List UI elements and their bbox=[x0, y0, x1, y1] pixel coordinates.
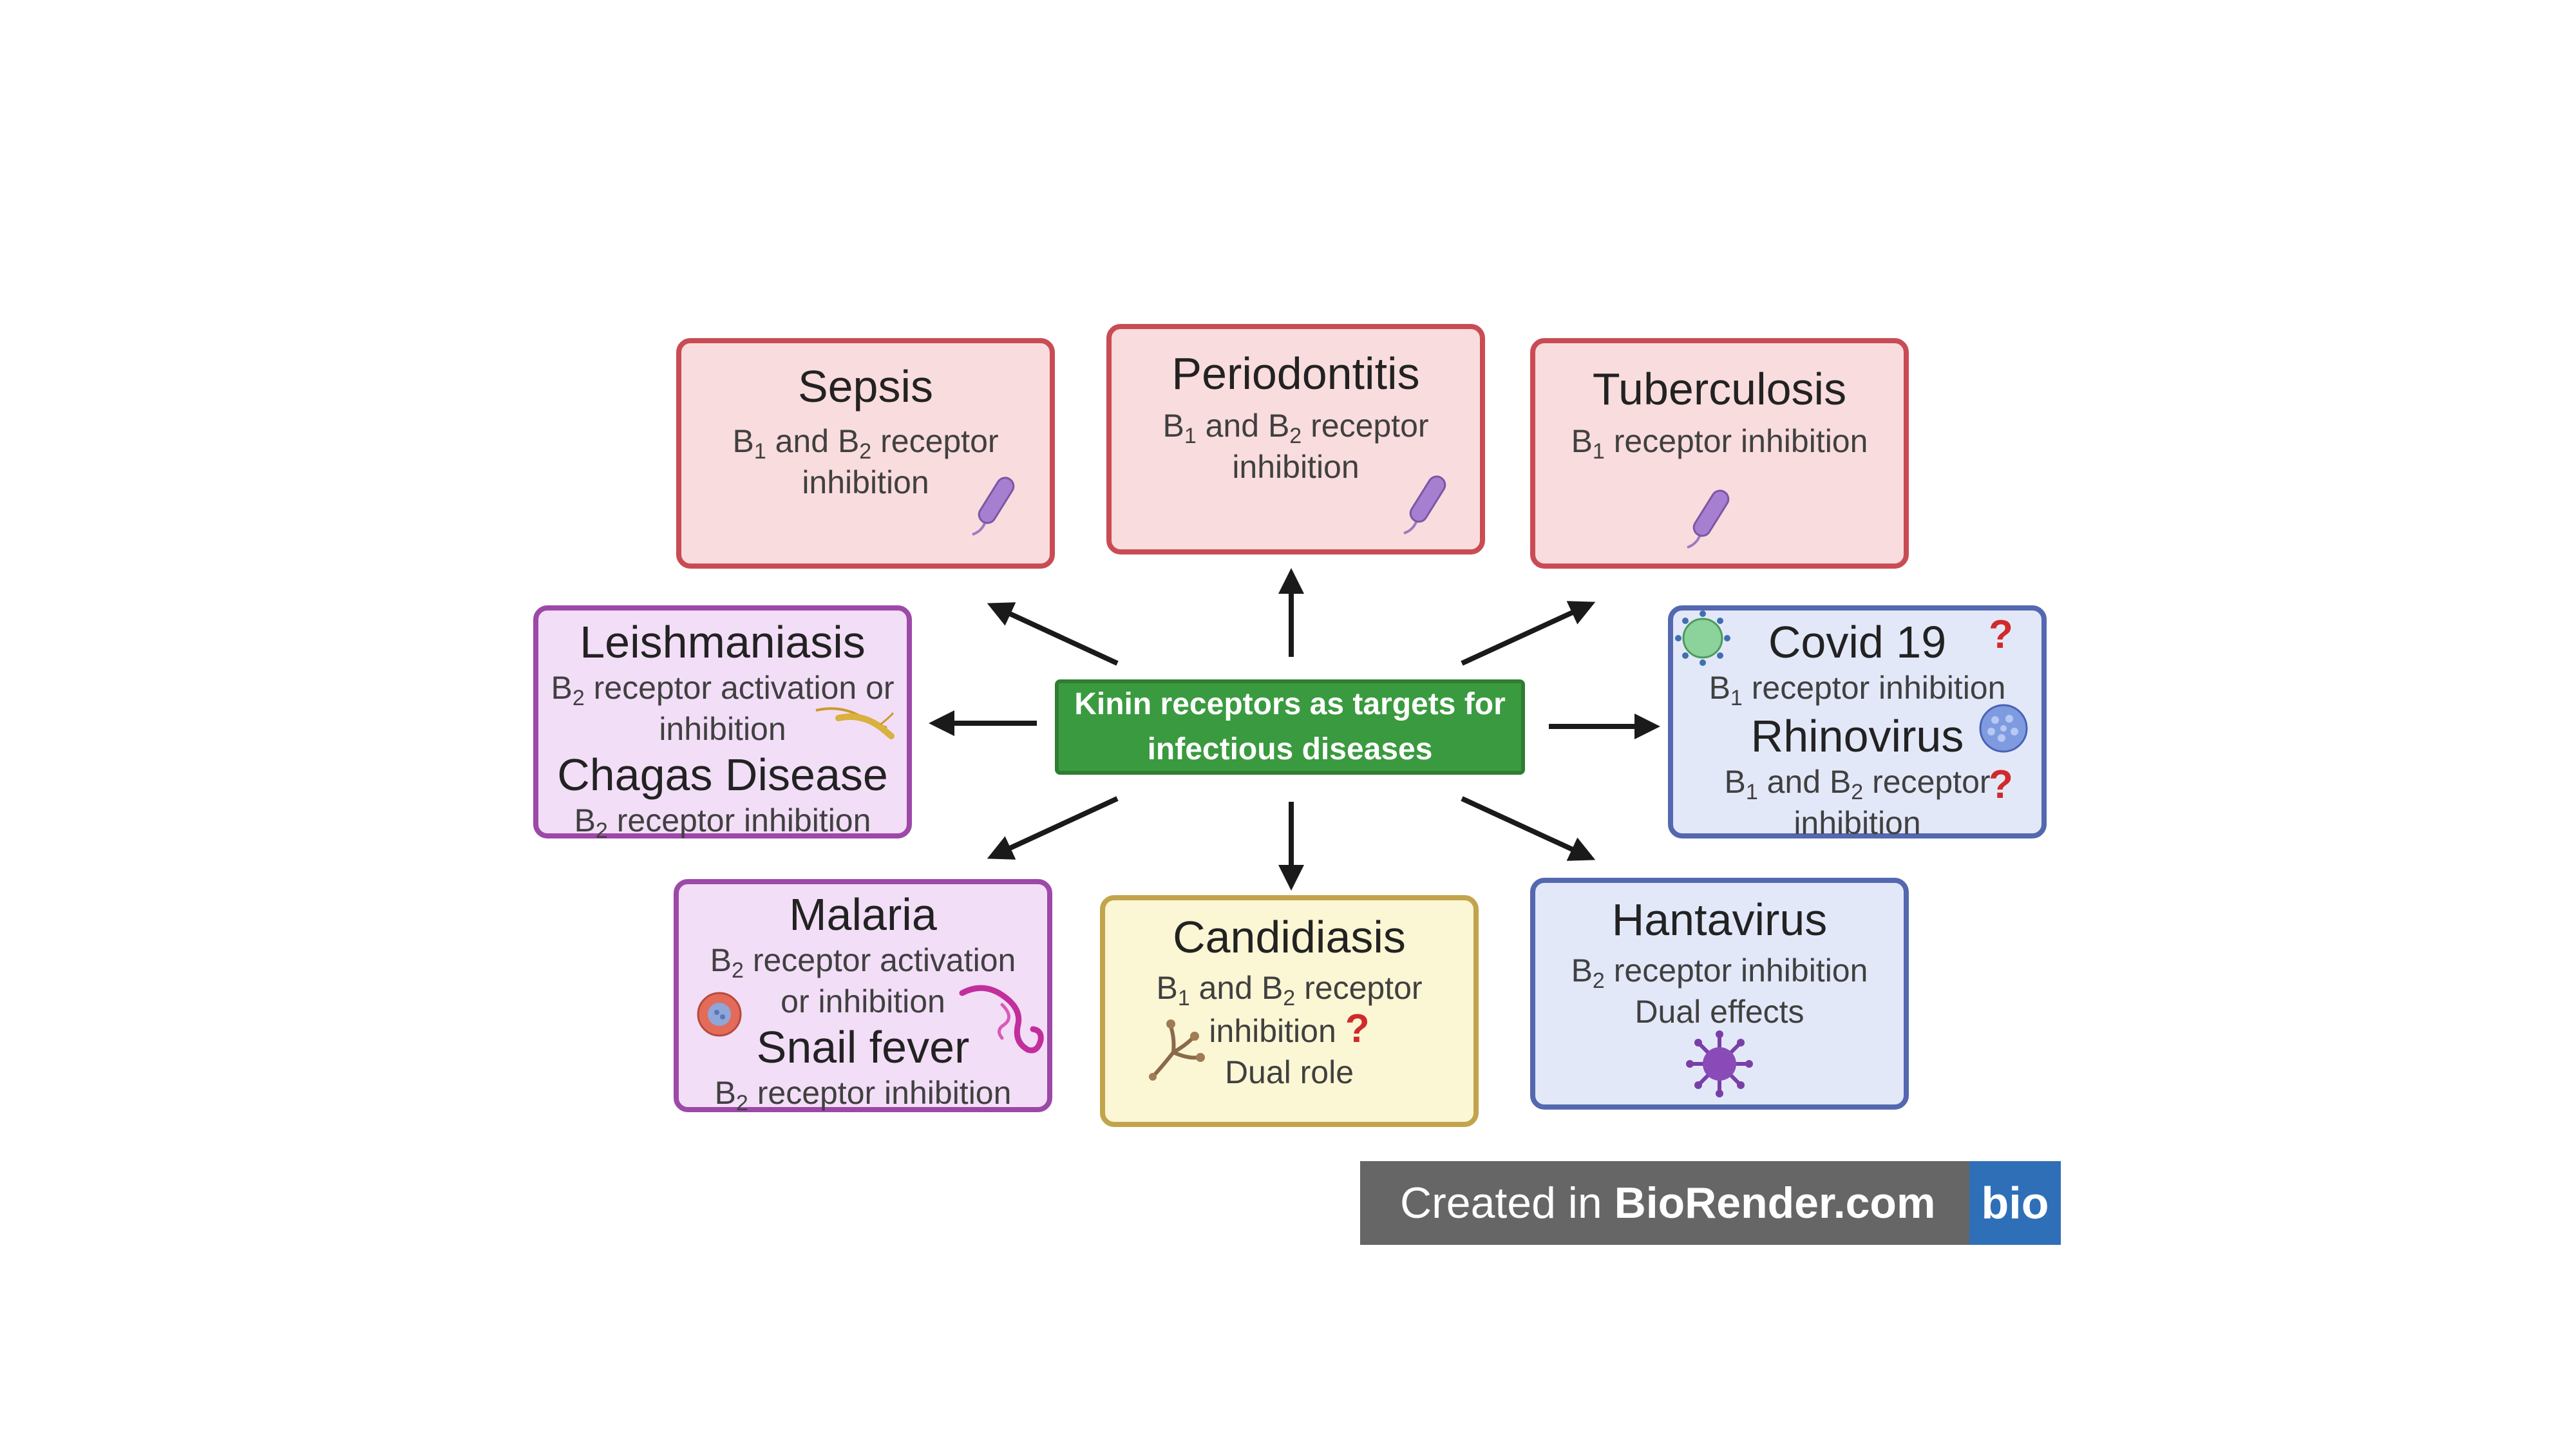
center-node: Kinin receptors as targets for infectiou… bbox=[1055, 679, 1525, 775]
periodontitis-line-2: inhibition bbox=[1232, 449, 1359, 485]
arrow-to-malaria bbox=[987, 796, 1119, 860]
arrow-to-tuberculosis bbox=[1461, 601, 1596, 666]
sepsis-title: Sepsis bbox=[797, 361, 934, 412]
rhinovirus-line-1: B1 and B2 receptor bbox=[1724, 764, 1991, 804]
arrow-to-hantavirus bbox=[1461, 796, 1596, 861]
sepsis-line-1: B1 and B2 receptor bbox=[732, 423, 999, 464]
bacterium-icon bbox=[972, 477, 1015, 536]
covid-title: Covid 19 bbox=[1768, 617, 1947, 667]
biorender-watermark: Created in BioRender.com bio bbox=[1360, 1161, 2061, 1245]
arrow-to-sepsis bbox=[987, 602, 1119, 666]
rhinovirus-question-mark: ? bbox=[1989, 762, 2013, 807]
covid-line-1: B1 receptor inhibition bbox=[1709, 670, 2006, 710]
sepsis-line-2: inhibition bbox=[802, 464, 929, 500]
malaria-line-2: or inhibition bbox=[781, 983, 945, 1019]
candidiasis-line-2: inhibition ? bbox=[1209, 1007, 1370, 1051]
hantavirus-line-2: Dual effects bbox=[1634, 994, 1804, 1030]
tuberculosis-line-1: B1 receptor inhibition bbox=[1571, 423, 1868, 464]
malaria-title: Malaria bbox=[789, 889, 937, 940]
malaria-line-1: B2 receptor activation bbox=[710, 942, 1016, 983]
leishmaniasis-title: Leishmaniasis bbox=[580, 617, 866, 667]
hantavirus-title: Hantavirus bbox=[1611, 895, 1828, 945]
leishmaniasis-line-1: B2 receptor activation or bbox=[551, 670, 895, 710]
tuberculosis-title: Tuberculosis bbox=[1592, 364, 1847, 414]
hantavirus-line-1: B2 receptor inhibition bbox=[1571, 952, 1868, 993]
virus-icon bbox=[1979, 704, 2028, 753]
virus-icon bbox=[1675, 611, 1730, 666]
leishmaniasis-chagas-box: Leishmaniasis B2 receptor activation or … bbox=[533, 605, 912, 843]
fungus-icon bbox=[1149, 1019, 1205, 1081]
rhinovirus-line-2: inhibition bbox=[1794, 805, 1921, 841]
virus-icon bbox=[1686, 1030, 1753, 1097]
candidiasis-line-1: B1 and B2 receptor bbox=[1156, 970, 1423, 1010]
watermark-text: Created in BioRender.com bbox=[1400, 1179, 1936, 1227]
chagas-title: Chagas Disease bbox=[557, 750, 888, 800]
malaria-snail-fever-box: Malaria B2 receptor activation or inhibi… bbox=[674, 879, 1052, 1115]
bacterium-icon bbox=[1403, 475, 1446, 535]
candidiasis-box: Candidiasis B1 and B2 receptor inhibitio… bbox=[1100, 895, 1479, 1127]
center-line-1: Kinin receptors as targets for bbox=[1074, 687, 1506, 721]
center-line-2: infectious diseases bbox=[1147, 732, 1433, 766]
worm-icon bbox=[959, 985, 1044, 1054]
candidiasis-question-mark: ? bbox=[1345, 1007, 1370, 1051]
bacterium-icon bbox=[1687, 489, 1730, 549]
chagas-line-1: B2 receptor inhibition bbox=[574, 802, 871, 843]
candidiasis-title: Candidiasis bbox=[1173, 912, 1406, 962]
red-blood-cell-icon bbox=[697, 992, 742, 1037]
rhinovirus-title: Rhinovirus bbox=[1750, 711, 1964, 761]
snail-fever-line-1: B2 receptor inhibition bbox=[714, 1075, 1012, 1115]
candidiasis-line-3: Dual role bbox=[1224, 1054, 1354, 1090]
leishmaniasis-line-2: inhibition bbox=[659, 711, 786, 747]
covid-rhinovirus-box: Covid 19 B1 receptor inhibition Rhinovir… bbox=[1668, 605, 2047, 841]
biorender-logo: bio bbox=[1969, 1161, 2061, 1245]
sepsis-box: Sepsis B1 and B2 receptor inhibition bbox=[676, 338, 1055, 569]
periodontitis-title: Periodontitis bbox=[1171, 348, 1420, 399]
snail-fever-title: Snail fever bbox=[756, 1022, 970, 1072]
tuberculosis-box: Tuberculosis B1 receptor inhibition bbox=[1530, 338, 1909, 569]
parasite-icon bbox=[815, 707, 895, 739]
covid-question-mark: ? bbox=[1989, 612, 2013, 657]
periodontitis-line-1: B1 and B2 receptor bbox=[1162, 408, 1429, 448]
